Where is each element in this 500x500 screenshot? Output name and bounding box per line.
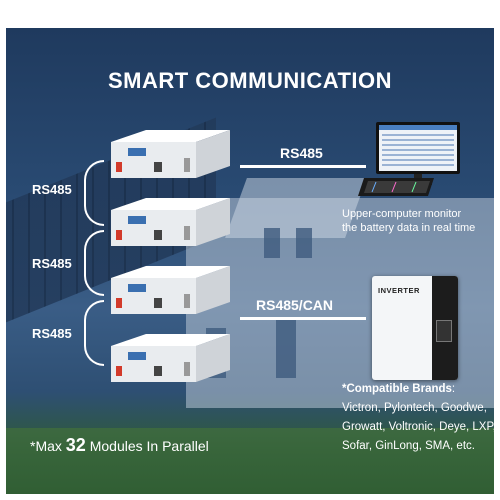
inverter-connection-line: [240, 317, 366, 320]
inverter-label: INVERTER: [378, 286, 420, 295]
computer-monitor-icon: [372, 120, 472, 207]
inverter-display: [436, 320, 452, 342]
monitor-caption-line2: the battery data in real time: [342, 222, 476, 234]
brands-line: Growatt, Voltronic, Deye, LXP,: [342, 421, 496, 433]
rs485-label: RS485: [32, 182, 72, 197]
battery-module-icon: [106, 264, 230, 314]
page-title: SMART COMMUNICATION: [107, 68, 393, 93]
footer-count: 32: [65, 435, 86, 455]
battery-module-icon: [106, 128, 230, 178]
house-window: [296, 228, 312, 258]
house-window: [264, 228, 280, 258]
keyboard-icon: [356, 176, 436, 203]
daisy-chain-bracket: [84, 230, 104, 296]
lawn-background: [6, 428, 494, 494]
brands-heading: *Compatible Brands: [342, 383, 452, 395]
footer-suffix: Modules In Parallel: [85, 438, 209, 454]
battery-module-icon: [106, 332, 230, 382]
battery-module-icon: [106, 196, 230, 246]
monitor-connection-line: [240, 165, 366, 168]
monitor-caption: Upper-computer monitor the battery data …: [342, 207, 475, 235]
inverter-icon: INVERTER: [372, 276, 458, 380]
daisy-chain-bracket: [84, 300, 104, 366]
brands-line: Victron, Pylontech, Goodwe,: [342, 402, 487, 414]
footer-prefix: *Max: [30, 438, 66, 454]
max-modules-note: *Max 32 Modules In Parallel: [30, 435, 209, 456]
monitor-caption-line1: Upper-computer monitor: [342, 208, 462, 220]
house-window: [276, 318, 296, 378]
rs485-label: RS485: [32, 326, 72, 341]
brands-line: Sofar, GinLong, SMA, etc.: [342, 440, 475, 452]
monitor-link-label: RS485: [280, 145, 323, 161]
inverter-link-label: RS485/CAN: [256, 297, 334, 313]
compatible-brands: *Compatible Brands: Victron, Pylontech, …: [342, 380, 496, 456]
rs485-label: RS485: [32, 256, 72, 271]
daisy-chain-bracket: [84, 160, 104, 226]
